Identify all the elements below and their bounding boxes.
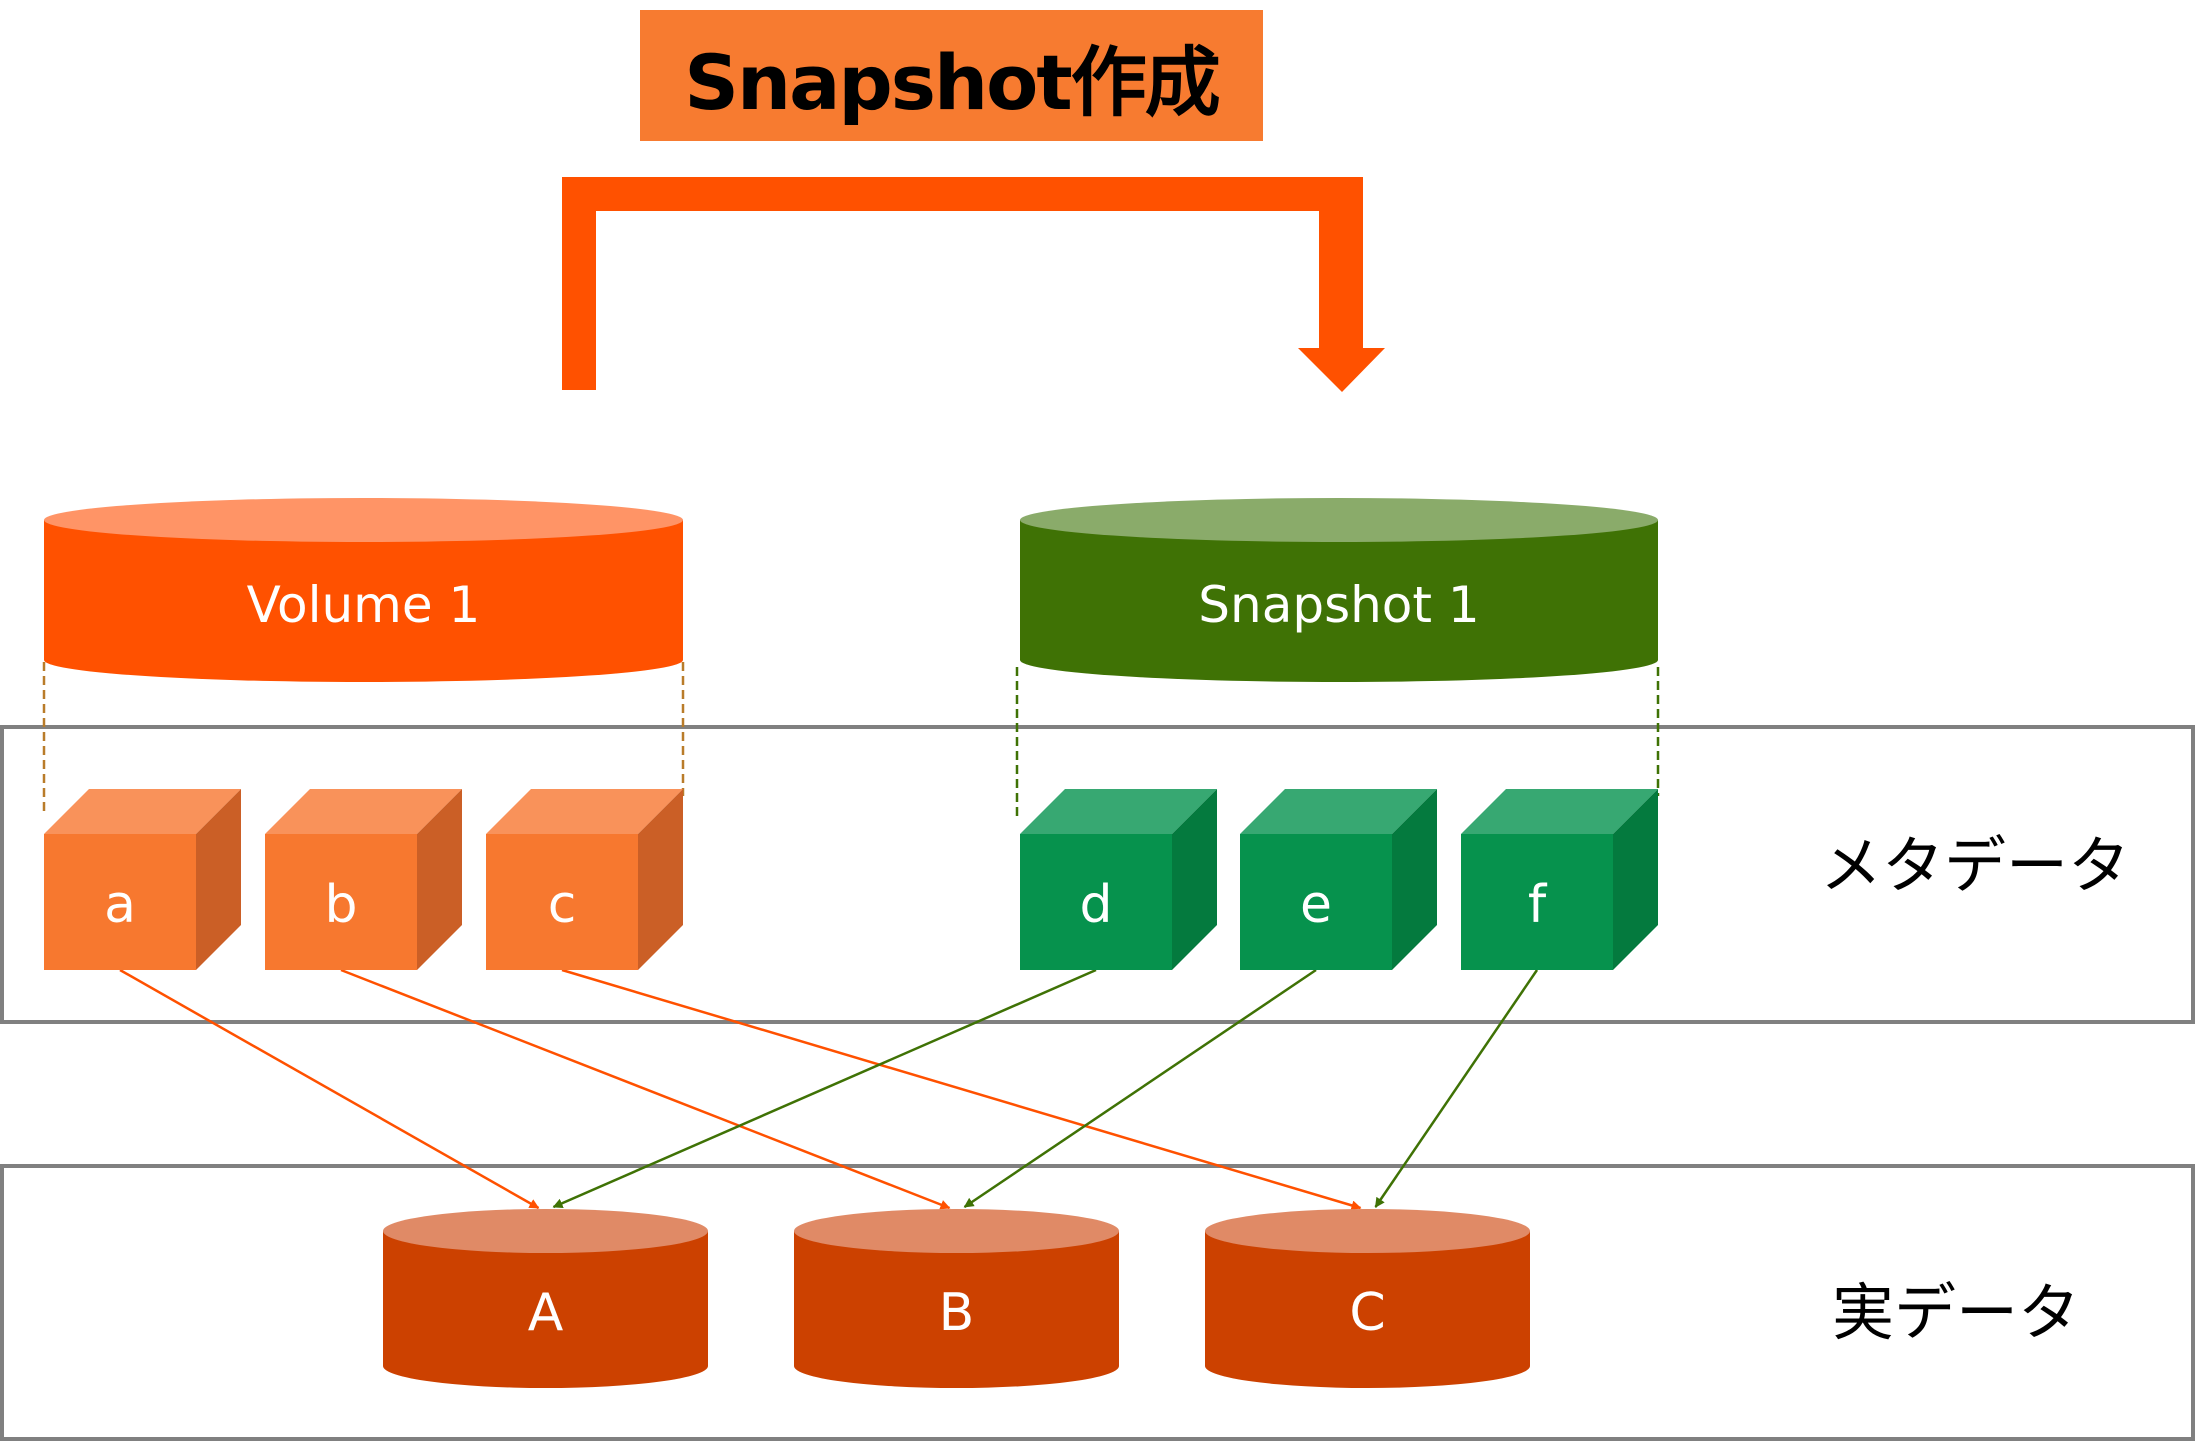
cube-side bbox=[1392, 789, 1437, 970]
cube-front bbox=[486, 834, 638, 970]
snapshot-create-text: Snapshot作成 bbox=[684, 37, 1220, 127]
data-store-body bbox=[794, 1231, 1119, 1388]
link-e-to-B bbox=[963, 968, 1317, 1209]
volume-block-a: a bbox=[44, 789, 241, 970]
cube-front bbox=[44, 834, 196, 970]
cube-side bbox=[1172, 789, 1217, 970]
cube-front bbox=[1461, 834, 1613, 970]
link-c-to-C bbox=[561, 968, 1362, 1211]
volume-block-c: c bbox=[486, 789, 683, 970]
link-d-to-A bbox=[552, 968, 1097, 1209]
volume-cylinder-label: Volume 1 bbox=[247, 576, 481, 634]
data-store-body bbox=[383, 1231, 708, 1388]
snapshot-block-f: f bbox=[1461, 789, 1658, 970]
data-store-label: C bbox=[1349, 1283, 1385, 1343]
bracket-arrow-shape bbox=[562, 177, 1385, 392]
data-store-top bbox=[383, 1209, 708, 1253]
cube-label: f bbox=[1528, 875, 1548, 935]
cube-label: b bbox=[324, 875, 357, 935]
data-store-C: C bbox=[1205, 1209, 1530, 1388]
volume-block-b: b bbox=[265, 789, 462, 970]
cube-top bbox=[1461, 789, 1658, 834]
cube-top bbox=[265, 789, 462, 834]
snapshot-cylinder-top bbox=[1020, 498, 1658, 542]
snapshot-create-arrow bbox=[562, 177, 1385, 392]
volume-cylinder-top bbox=[44, 498, 683, 542]
cube-side bbox=[196, 789, 241, 970]
realdata-label: 実データ bbox=[1832, 1276, 2081, 1349]
data-store-body bbox=[1205, 1231, 1530, 1388]
cube-label: a bbox=[104, 875, 136, 935]
cube-top bbox=[1240, 789, 1437, 834]
metadata-label: メタデータ bbox=[1820, 829, 2131, 902]
cube-top bbox=[1020, 789, 1217, 834]
cube-top bbox=[486, 789, 683, 834]
link-b-to-B bbox=[340, 968, 951, 1210]
cube-top bbox=[44, 789, 241, 834]
link-f-to-C bbox=[1374, 969, 1539, 1208]
cube-label: d bbox=[1079, 875, 1112, 935]
link-a-to-A bbox=[119, 968, 540, 1210]
volume-cylinder-body bbox=[44, 520, 683, 682]
cube-side bbox=[638, 789, 683, 970]
realdata-panel bbox=[0, 1164, 2195, 1441]
data-store-B: B bbox=[794, 1209, 1119, 1388]
snapshot-cylinder-label: Snapshot 1 bbox=[1198, 576, 1479, 634]
snapshot-block-e: e bbox=[1240, 789, 1437, 970]
snapshot-cylinder: Snapshot 1 bbox=[1020, 498, 1658, 682]
snapshot-block-d: d bbox=[1020, 789, 1217, 970]
volume-cylinder: Volume 1 bbox=[44, 498, 683, 682]
cube-side bbox=[417, 789, 462, 970]
data-store-A: A bbox=[383, 1209, 708, 1388]
snapshot-cylinder-body bbox=[1020, 520, 1658, 682]
data-store-top bbox=[1205, 1209, 1530, 1253]
cube-front bbox=[1240, 834, 1392, 970]
cube-side bbox=[1613, 789, 1658, 970]
cube-label: c bbox=[548, 875, 577, 935]
data-store-label: A bbox=[528, 1283, 564, 1343]
cube-front bbox=[265, 834, 417, 970]
data-store-top bbox=[794, 1209, 1119, 1253]
snapshot-create-label: Snapshot作成 bbox=[640, 10, 1263, 141]
cube-label: e bbox=[1300, 875, 1332, 935]
data-store-label: B bbox=[939, 1283, 975, 1343]
metadata-panel bbox=[0, 725, 2195, 1024]
cube-front bbox=[1020, 834, 1172, 970]
